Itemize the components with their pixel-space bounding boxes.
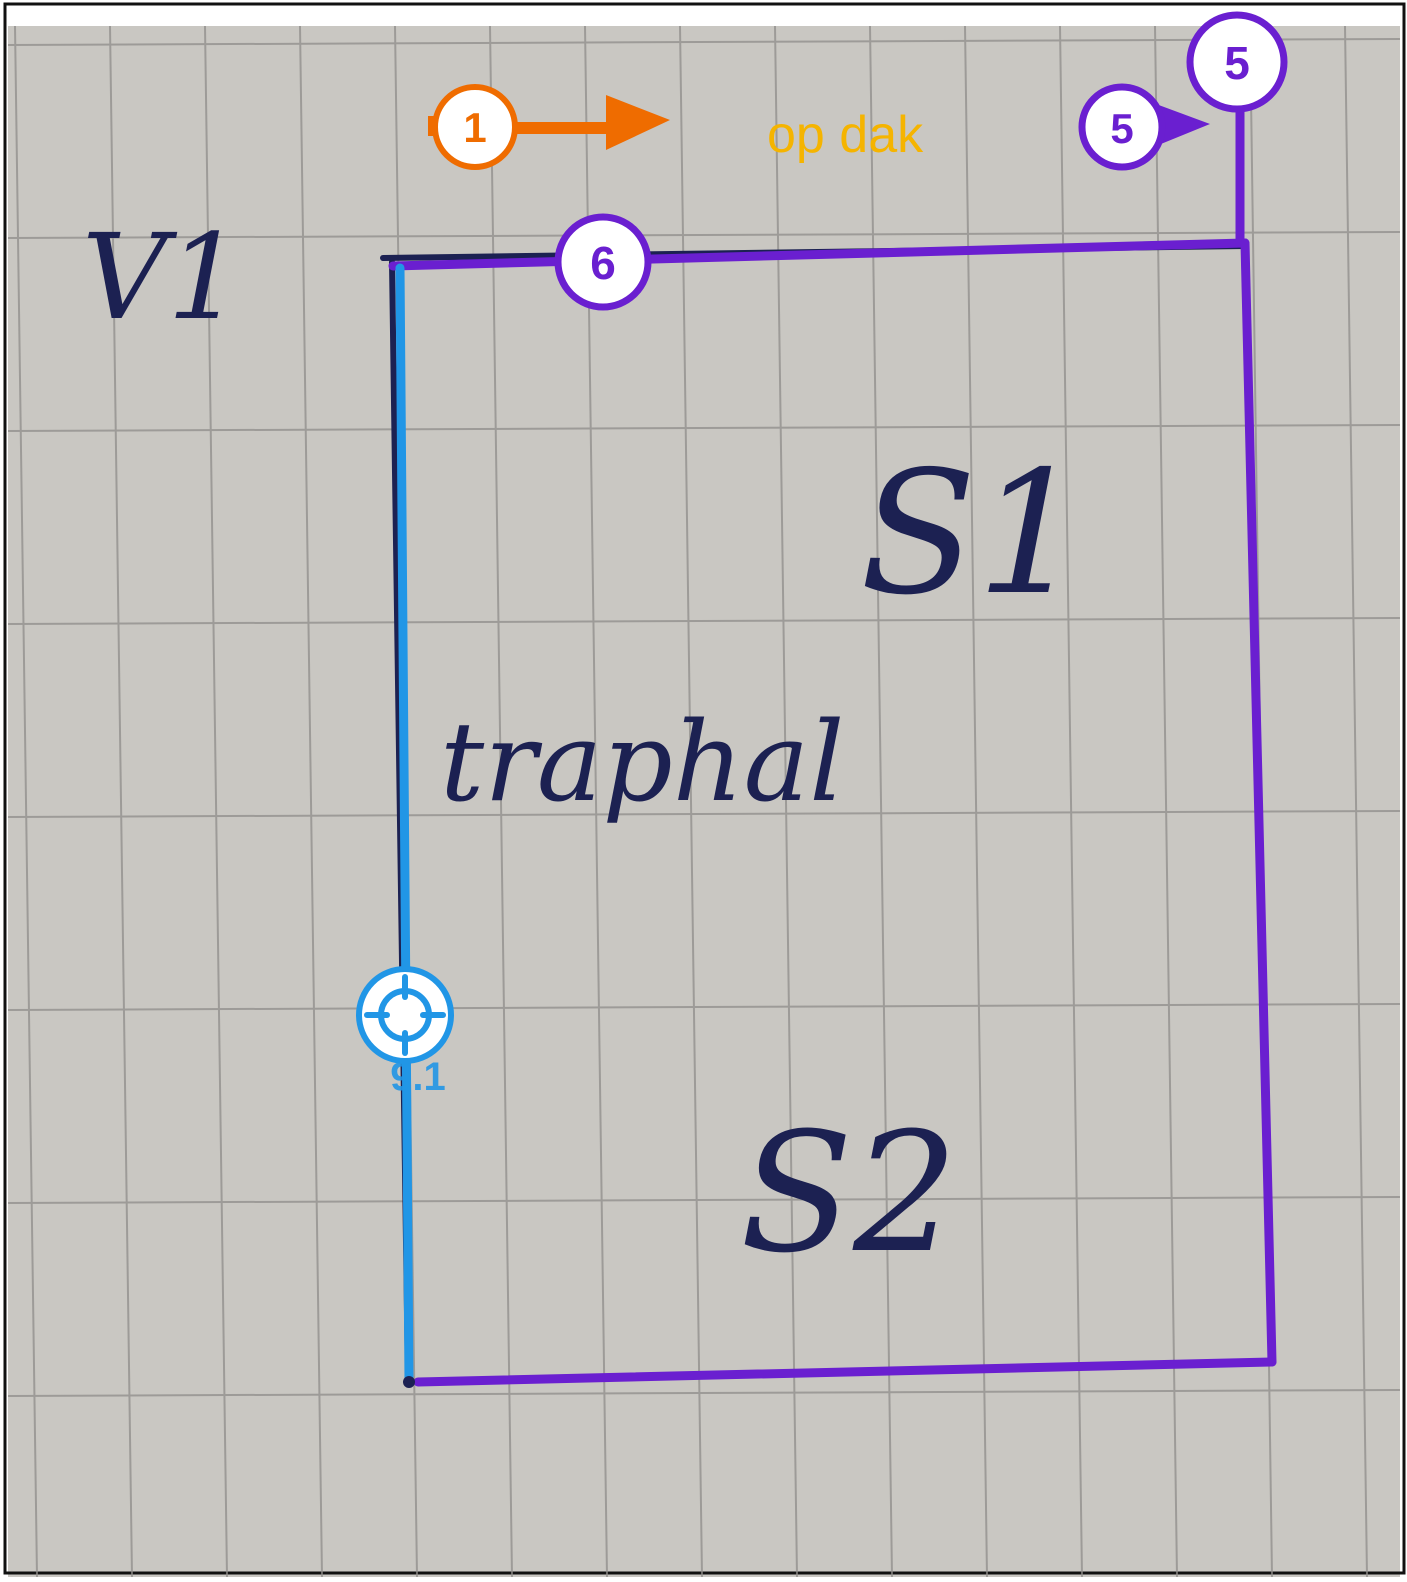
crosshair-icon [364,974,446,1056]
grid-line-horizontal [8,231,1400,239]
grid-line-vertical [1154,26,1178,1577]
grid-line-vertical [964,26,988,1577]
purple-wall-marker[interactable]: 6 [554,213,652,311]
grid-line-vertical [14,26,38,1577]
grid-line-vertical [299,26,323,1577]
purple-wall-badge-circle [554,213,652,311]
orange-marker[interactable]: 1 [428,84,670,170]
grid-line-vertical [774,26,798,1577]
label-v1: V1 [82,208,242,346]
grid-line-horizontal [8,1389,1400,1397]
grid-line-vertical [204,26,228,1577]
grid-line-horizontal [8,617,1400,625]
wall-corner-dot [403,1376,415,1388]
grid-line-vertical [869,26,893,1577]
grid-line-vertical [679,26,703,1577]
grid-line-horizontal [8,424,1400,432]
purple-marker-left[interactable]: 5 [1078,83,1210,171]
grid-line-vertical [1059,26,1083,1577]
purple-marker-top[interactable]: 5 [1186,11,1288,113]
orange-badge-number: 1 [463,104,486,151]
label-traphal: traphal [440,698,844,826]
grid-line-vertical [109,26,133,1577]
purple-wall-badge-number: 6 [590,237,616,289]
purple-top-badge-number: 5 [1224,37,1250,89]
orange-arrow-head [606,95,670,150]
blue-target-marker[interactable]: 9.1 [356,966,454,1099]
grid-line-vertical [489,26,513,1577]
purple-wall-lines[interactable] [388,95,1277,1387]
purple-left-badge-number: 5 [1110,105,1133,152]
graph-paper [8,26,1400,1577]
orange-badge-circle [432,84,518,170]
grid-line-horizontal [8,810,1400,818]
purple-left-badge-circle [1078,83,1166,171]
label-s1: S1 [860,435,1085,633]
blue-wall-line[interactable] [395,263,414,1387]
blue-marker-circle [356,966,454,1064]
label-s2: S2 [740,1097,958,1289]
purple-top-badge-circle [1186,11,1288,113]
grid-line-vertical [1344,26,1368,1577]
grid-line-horizontal [8,38,1400,46]
image-frame [3,2,1406,1575]
grid-line-horizontal [8,1196,1400,1204]
orange-marker-label: op dak [767,106,924,164]
purple-pointer-arrow [1156,104,1210,146]
grid-line-horizontal [8,1003,1400,1011]
